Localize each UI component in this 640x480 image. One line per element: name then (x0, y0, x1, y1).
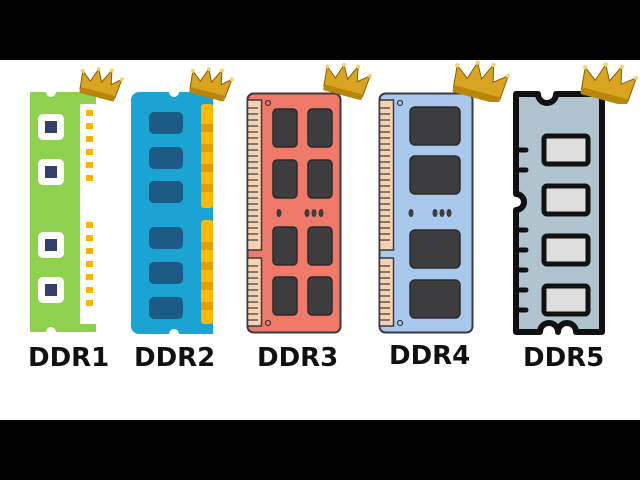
crown-icon (189, 66, 234, 102)
ddr5-module-icon (513, 91, 605, 335)
ddr5-label: DDR5 (523, 343, 605, 373)
ddr1-module-icon (30, 92, 96, 332)
ddr2-label: DDR2 (134, 343, 216, 373)
crown-icon (452, 60, 510, 102)
ddr4-module-icon (378, 92, 474, 334)
ddr3-module-icon (246, 92, 342, 334)
ddr4-label: DDR4 (389, 341, 471, 371)
crown-icon (79, 66, 124, 102)
ddr3-label: DDR3 (257, 343, 339, 373)
crown-icon (323, 62, 372, 100)
ddr2-module-icon (131, 92, 213, 334)
comparison-canvas: DDR1 DDR2 (0, 60, 640, 420)
ddr1-label: DDR1 (28, 343, 110, 373)
crown-icon (580, 62, 638, 104)
